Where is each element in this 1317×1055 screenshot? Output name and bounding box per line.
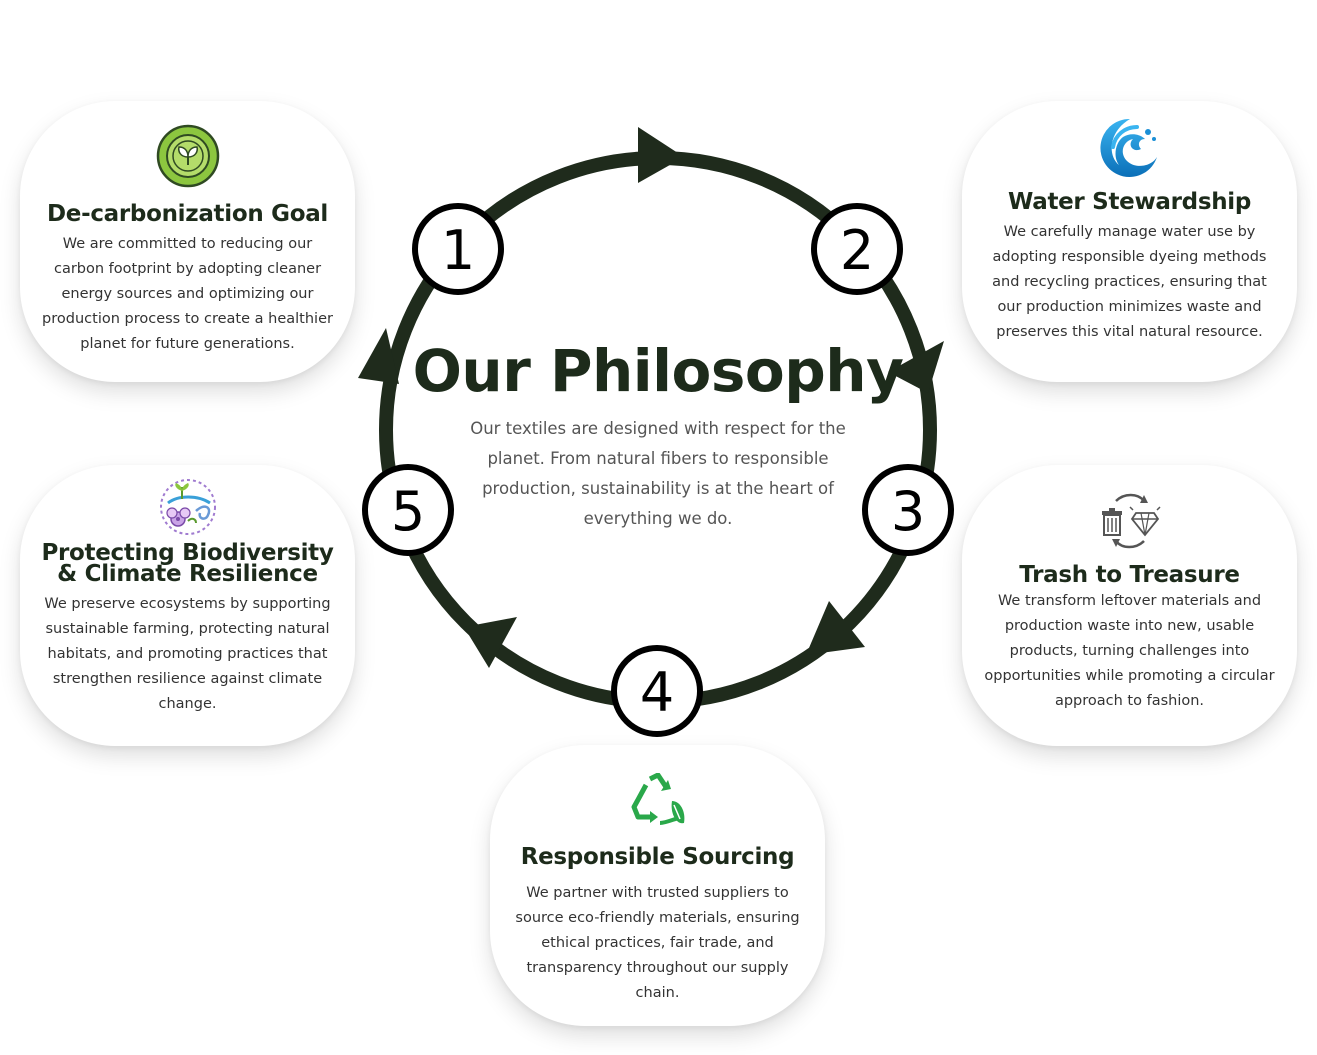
step-number-2: 2 [840, 219, 874, 282]
arrow-head-top [638, 127, 684, 183]
step-number-5: 5 [391, 480, 425, 543]
card-responsible-sourcing: Responsible Sourcing We partner with tru… [490, 745, 825, 1026]
card-title: Trash to Treasure [1019, 562, 1240, 588]
biodiversity-icon [158, 477, 218, 537]
card-water-stewardship: Water Stewardship We carefully manage wa… [962, 101, 1297, 382]
step-badge-3: 3 [862, 464, 954, 556]
card-title: Responsible Sourcing [520, 844, 795, 870]
card-description: We preserve ecosystems by supporting sus… [44, 596, 331, 712]
card-title: De-carbonization Goal [46, 201, 328, 227]
recycle-leaf-icon [628, 772, 688, 829]
arrow-head-bottom-left [464, 617, 517, 668]
card-title: Water Stewardship [1007, 189, 1252, 215]
card-description: We carefully manage water use by adoptin… [992, 224, 1267, 340]
card-description: We transform leftover materials and prod… [984, 593, 1275, 709]
leaf-seal-icon [156, 123, 220, 189]
step-badge-4: 4 [611, 645, 703, 737]
water-wave-icon [1099, 117, 1161, 179]
card-biodiversity: Protecting Biodiversity & Climate Resili… [20, 465, 355, 746]
trash-to-diamond-icon [1098, 491, 1162, 551]
card-decarbonization: De-carbonization Goal We are committed t… [20, 101, 355, 382]
card-title: Protecting Biodiversity & Climate Resili… [41, 540, 334, 587]
center-title: Our Philosophy [412, 337, 904, 405]
step-number-4: 4 [640, 661, 674, 724]
center-description: Our textiles are designed with respect f… [470, 419, 846, 528]
arrow-head-bottom-right [806, 601, 865, 655]
step-number-1: 1 [441, 219, 475, 282]
step-badge-1: 1 [412, 203, 504, 295]
arrow-head-right [888, 341, 944, 393]
step-badge-2: 2 [811, 203, 903, 295]
card-description: We are committed to reducing our carbon … [42, 236, 333, 352]
card-description: We partner with trusted suppliers to sou… [515, 885, 800, 1001]
arrow-head-left [358, 328, 399, 384]
card-trash-to-treasure: Trash to Treasure We transform leftover … [962, 465, 1297, 746]
step-badge-5: 5 [362, 464, 454, 556]
step-number-3: 3 [891, 480, 925, 543]
